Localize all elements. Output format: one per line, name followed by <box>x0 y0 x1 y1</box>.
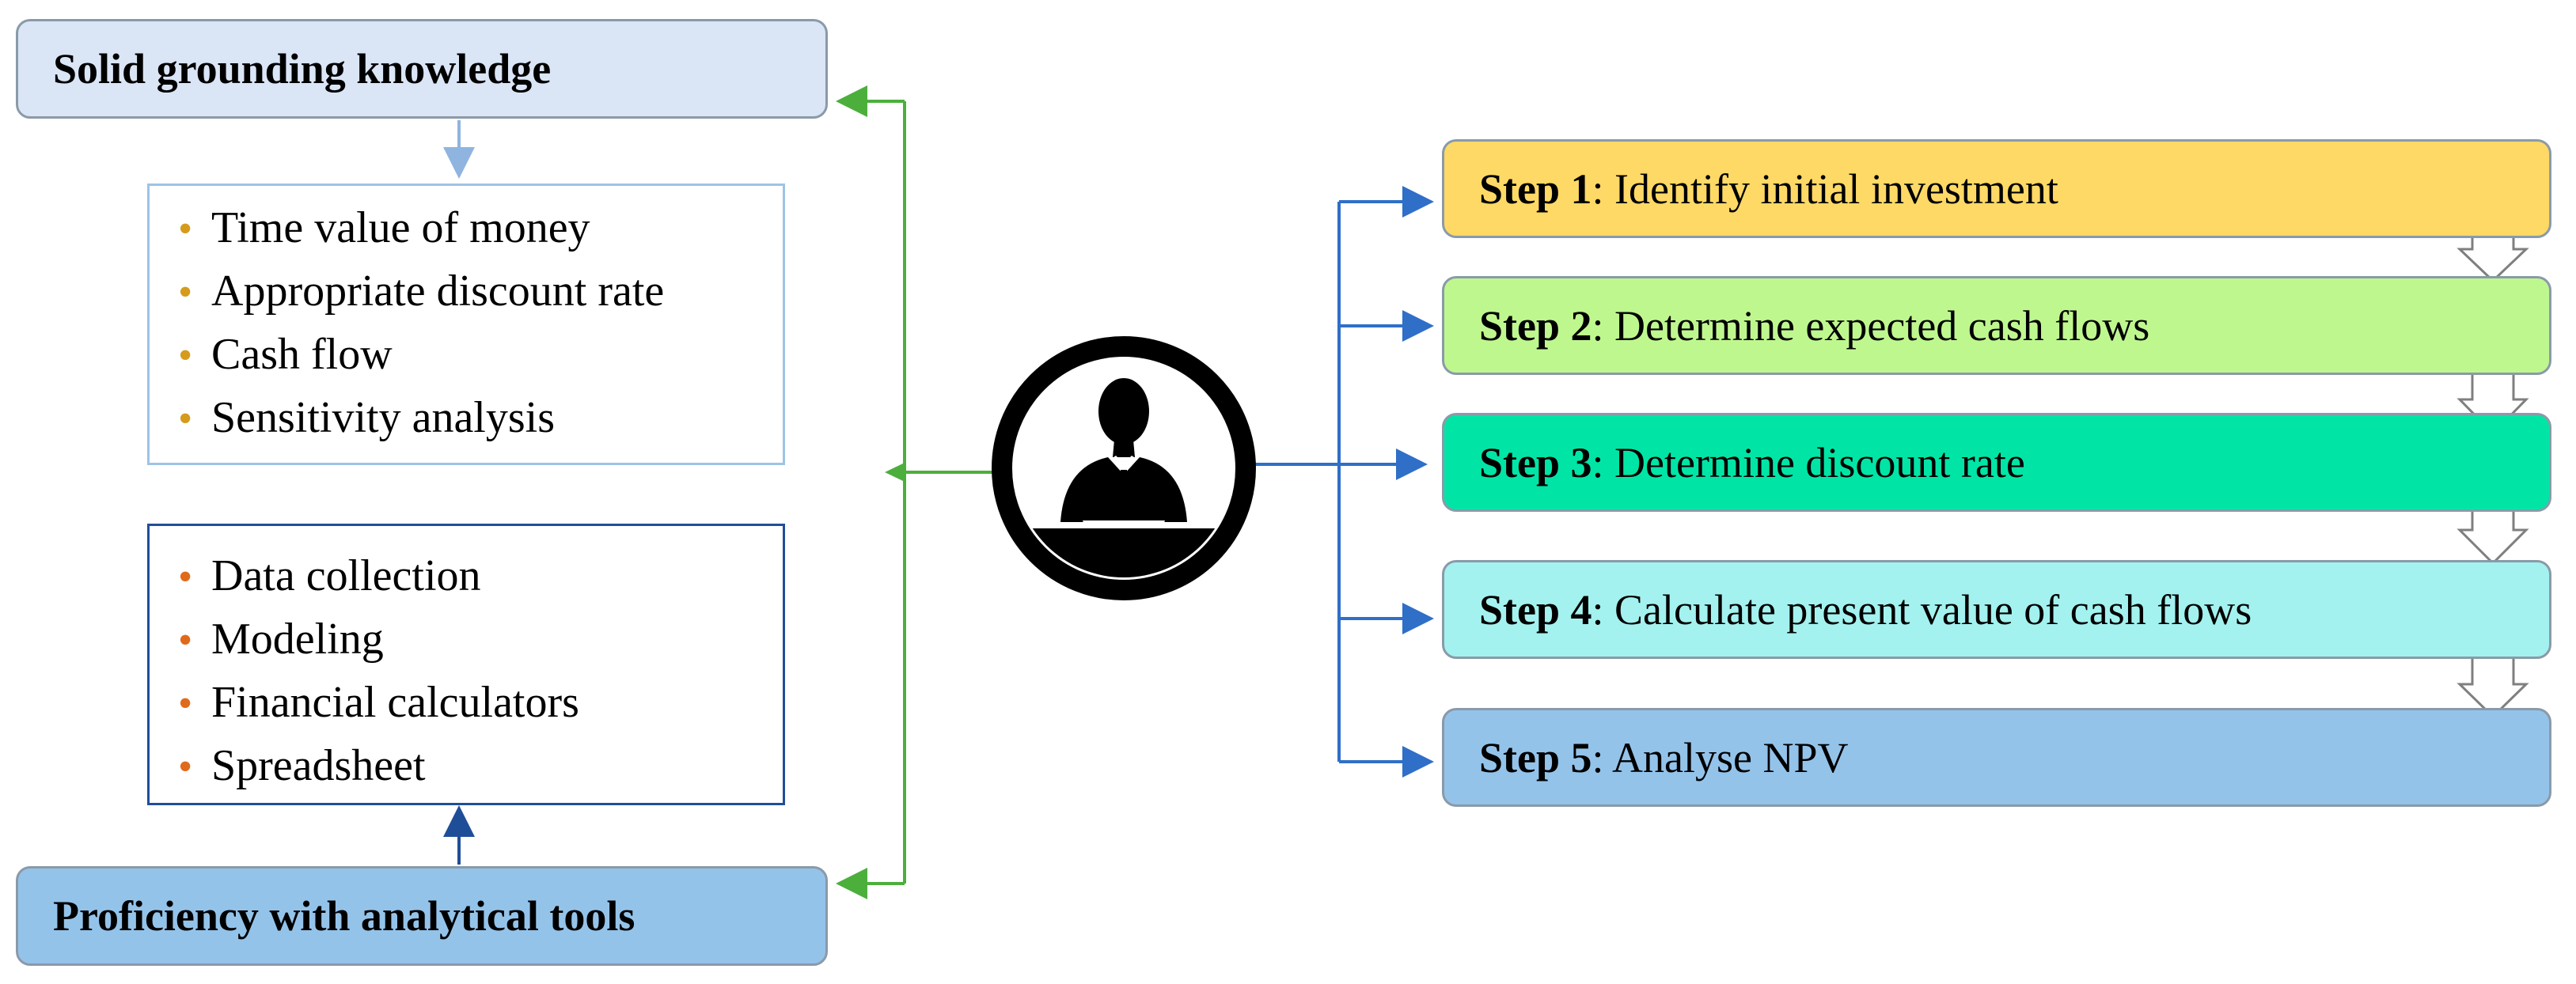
step-label: Step 1 <box>1479 165 1592 213</box>
step-text: : Determine discount rate <box>1592 438 2025 486</box>
step-box-2: Step 2: Determine expected cash flows <box>1442 276 2551 375</box>
list-item: •Sensitivity analysis <box>178 387 783 450</box>
step-box-1: Step 1: Identify initial investment <box>1442 139 2551 238</box>
tools-list-box: •Data collection •Modeling •Financial ca… <box>147 524 785 805</box>
step-text: : Analyse NPV <box>1592 733 1849 782</box>
step-label: Step 3 <box>1479 438 1592 486</box>
list-item: •Modeling <box>178 608 783 672</box>
knowledge-title-box: Solid grounding knowledge <box>16 19 828 119</box>
step-label: Step 2 <box>1479 301 1592 350</box>
bullet-icon: • <box>178 681 193 726</box>
bullet-icon: • <box>178 744 193 789</box>
step-box-4: Step 4: Calculate present value of cash … <box>1442 560 2551 659</box>
green-connector <box>836 85 997 899</box>
step-box-5: Step 5: Analyse NPV <box>1442 708 2551 807</box>
tools-title: Proficiency with analytical tools <box>53 892 635 940</box>
bullet-icon: • <box>178 333 193 378</box>
bullet-icon: • <box>178 270 193 315</box>
bullet-icon: • <box>178 396 193 441</box>
step-label: Step 4 <box>1479 585 1592 634</box>
step-box-3: Step 3: Determine discount rate <box>1442 413 2551 512</box>
knowledge-title: Solid grounding knowledge <box>53 45 552 93</box>
step-text: : Identify initial investment <box>1592 165 2058 213</box>
list-item: •Spreadsheet <box>178 735 783 798</box>
tools-title-box: Proficiency with analytical tools <box>16 866 828 966</box>
step-text: : Calculate present value of cash flows <box>1592 585 2252 634</box>
list-item: •Financial calculators <box>178 672 783 735</box>
list-item: •Appropriate discount rate <box>178 260 783 324</box>
bullet-icon: • <box>178 206 193 252</box>
bullet-icon: • <box>178 618 193 663</box>
bullet-icon: • <box>178 554 193 600</box>
knowledge-list: •Time value of money •Appropriate discou… <box>178 197 783 450</box>
list-item: •Time value of money <box>178 197 783 260</box>
step-text: : Determine expected cash flows <box>1592 301 2150 350</box>
step-label: Step 5 <box>1479 733 1592 782</box>
list-item: •Cash flow <box>178 324 783 387</box>
blue-connector <box>1250 186 1434 778</box>
knowledge-list-box: •Time value of money •Appropriate discou… <box>147 184 785 465</box>
list-item: •Data collection <box>178 545 783 608</box>
tools-list: •Data collection •Modeling •Financial ca… <box>178 545 783 798</box>
